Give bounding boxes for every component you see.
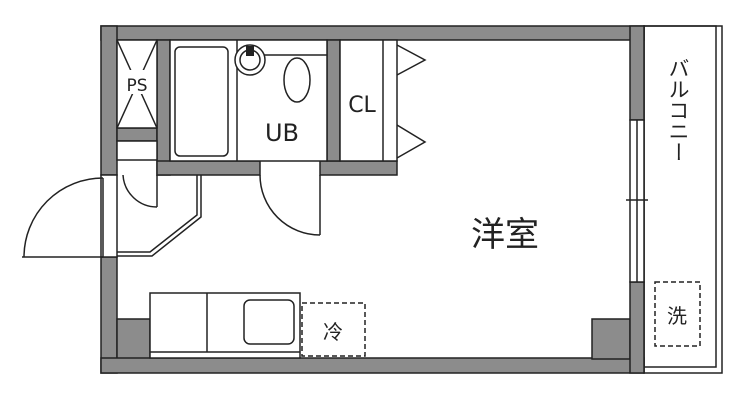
- kitchen-counter: [149, 292, 301, 359]
- washer-space: 洗: [654, 281, 701, 347]
- closet-label: CL: [348, 93, 376, 118]
- pipe-space-label: PS: [126, 76, 147, 96]
- pipe-space: PS: [116, 39, 158, 129]
- closet-door-icon: [396, 124, 427, 159]
- toilet-icon: [283, 57, 311, 103]
- closet: CL: [339, 39, 427, 162]
- window: [626, 119, 648, 283]
- shoe-cabinet: [117, 175, 198, 253]
- balcony-label: バルコニー: [666, 58, 690, 163]
- shoe-box: [116, 140, 158, 161]
- bathtub: [174, 46, 229, 157]
- balcony: [643, 25, 723, 374]
- unit-bath-label: UB: [265, 119, 299, 147]
- kitchen-sink-icon: [243, 299, 295, 345]
- refrigerator-label: 冷: [323, 320, 343, 344]
- shoe-cabinet-door[interactable]: [122, 174, 158, 208]
- shoe-cabinet-edge: [117, 175, 202, 257]
- washer-label: 洗: [667, 304, 687, 328]
- entrance-door[interactable]: [22, 174, 118, 258]
- walls: [100, 25, 645, 374]
- unit-bath: UB: [169, 39, 328, 162]
- closet-door-icon: [396, 44, 427, 76]
- refrigerator-space: 冷: [301, 302, 366, 357]
- bath-door[interactable]: [259, 174, 321, 236]
- western-room-label: 洋室: [471, 215, 539, 255]
